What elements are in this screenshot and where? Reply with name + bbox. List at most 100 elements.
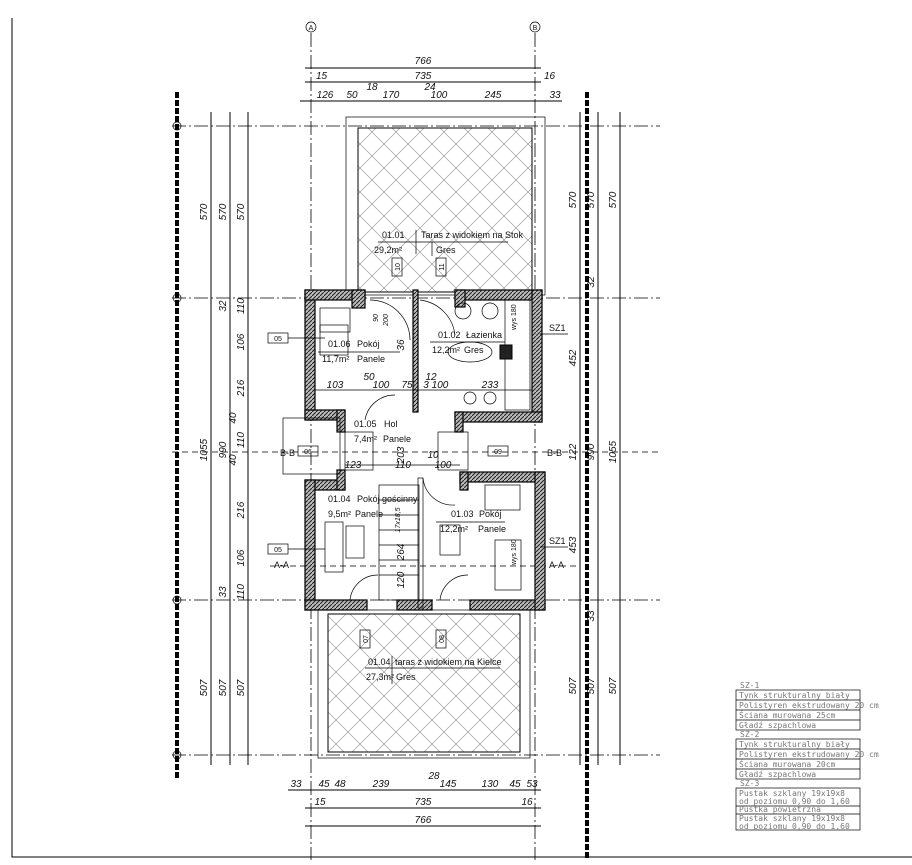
rooms-3-name: Hol [384,419,398,429]
dims-interior-16: 36 [396,339,407,351]
rooms-1-num: 01.02 [438,330,461,340]
dims-right-7: 453 [568,536,579,553]
rooms-1-name: Łazienka [466,330,502,340]
dims-right-3: 452 [568,349,579,366]
window-tags: 10 11 05 06 09 05 07 08 [267,257,509,649]
dims-left-10: 110 [236,432,247,448]
legend-0-title: SZ-1 [740,681,759,690]
dims-interior-9: 110 [395,460,411,471]
sections-wys: wys 180 [511,539,518,566]
axis-b-label: B [533,25,538,32]
drawing-frame [11,18,912,858]
dims-bottom-8: 53 [526,779,538,790]
left-dimensions: 570 570 570 1055 990 32 110 106 216 40 1… [199,112,249,765]
dims-interior-13: 120 [396,571,407,588]
dims-bottom-1: 45 [318,779,330,790]
sections-sz1: SZ1 [549,323,566,333]
tags-2: 05 [274,336,282,343]
dims-right-1: 570 [586,191,597,208]
dims-interior-2: 100 [373,380,390,391]
dims-left-9: 40 [228,412,239,424]
rooms-5-name: Pokój [479,509,502,519]
tags-3: 06 [304,449,312,456]
dims-top-8: 24 [423,82,436,93]
dims-right-5: 990 [586,443,597,460]
dims-top-2: 15 [316,71,328,82]
interior-dimensions: 103 50 100 75 12 3 100 233 203 110 10 10… [315,314,532,588]
sections-wys: wys 180 [511,304,518,331]
dims-right-2: 570 [608,191,619,208]
dims-right-9: 33 [586,610,597,622]
dims-top-1: 735 [415,71,432,82]
rooms-5-num: 01.03 [451,509,474,519]
dims-left-13: 106 [236,549,247,566]
rooms-2-num: 01.06 [328,339,351,349]
dims-top-0: 766 [415,56,432,67]
rooms-0-area: 29,2m² [374,245,402,255]
sections-bb: B-B [547,448,562,458]
dims-right-10: 507 [568,677,579,694]
sections-aa: A-A [274,560,289,570]
fixtures [319,299,531,601]
rooms-2-area: 11,7m² [322,354,349,364]
dims-left-1: 570 [218,203,229,220]
rooms-3-finish: Panele [383,434,411,444]
dims-top-3: 16 [544,71,556,82]
terrace-bottom: 01.04 taras z widokiem na Kielce 27,3m² … [317,609,531,759]
dims-bottom-10: 735 [415,797,432,808]
dims-left-4: 990 [218,441,229,458]
legend-2-rows-4: od poziomu 0,90 do 1,60 [739,822,850,831]
dims-interior-14: 17x18,5 [395,507,402,532]
wall-legend: SZ-1 Tynk strukturalny biały Polistyren … [735,681,879,831]
legend-2-rows-0: Pustak szklany 19x19x8 [739,789,845,798]
dims-interior-15: 264 [396,543,407,561]
dims-top-11: 33 [549,90,561,101]
tags-7: 08 [439,635,446,643]
rooms-6-area: 27,3m² [366,672,394,682]
rooms-4-name: Pokój gościnny [357,494,418,504]
rooms-6-finish: Gres [396,672,416,682]
dims-bottom-5: 145 [440,779,457,790]
dims-left-18: 507 [236,679,247,696]
dims-right-6: 1055 [608,440,619,463]
dims-bottom-0: 33 [290,779,302,790]
dims-left-17: 507 [218,679,229,696]
dims-top-10: 245 [484,90,502,101]
legend-1-rows-3: Gładź szpachlowa [739,770,816,779]
legend-2-rows-1: od poziomu 0,90 do 1,60 [739,797,850,806]
rooms-3-area: 7,4m² [354,434,377,444]
dims-left-14: 110 [236,584,247,600]
legend-0-rows-1: Polistyren ekstrudowany 20 cm [739,701,879,710]
dims-left-5: 32 [218,300,229,312]
dims-interior-10: 10 [427,450,439,461]
bottom-dimensions: 33 45 48 239 28 145 130 45 53 15 735 16 … [288,771,541,827]
legend-2-rows-2: Pustka powietrzna [739,805,821,814]
dims-top-9: 100 [431,90,448,101]
legend-1-rows-2: Ściana murowana 20cm [739,758,836,769]
right-dimensions: 570 570 570 452 122 990 1055 453 32 33 5… [568,112,621,765]
dims-bottom-4: 28 [427,771,440,782]
rooms-1-finish: Gres [464,345,484,355]
dims-interior-1: 50 [363,372,375,383]
dims-left-15: 33 [218,586,229,598]
legend-2-title: SZ-3 [740,779,759,788]
tags-5: 05 [274,547,282,554]
dims-interior-3: 75 [401,380,413,391]
section-marks: B-B B-B A-A A-A SZ1 SZ1 wys 180 wys 180 [274,304,568,570]
dims-right-8: 32 [586,276,597,288]
sections-bb: B-B [280,448,295,458]
rooms-2-finish: Panele [357,354,385,364]
dims-left-3: 1055 [199,438,210,461]
dims-bottom-11: 16 [521,797,533,808]
rooms-0-num: 01.01 [382,230,405,240]
building-walls [282,289,546,611]
rooms-2-name: Pokój [357,339,380,349]
rooms-4-num: 01.04 [328,494,351,504]
dims-right-12: 507 [608,677,619,694]
rooms-6-name: taras z widokiem na Kielce [395,657,502,667]
dims-left-0: 570 [199,203,210,220]
rooms-4-area: 9,5m² [328,509,351,519]
dims-left-7: 106 [236,333,247,350]
rooms-3-num: 01.05 [354,419,377,429]
